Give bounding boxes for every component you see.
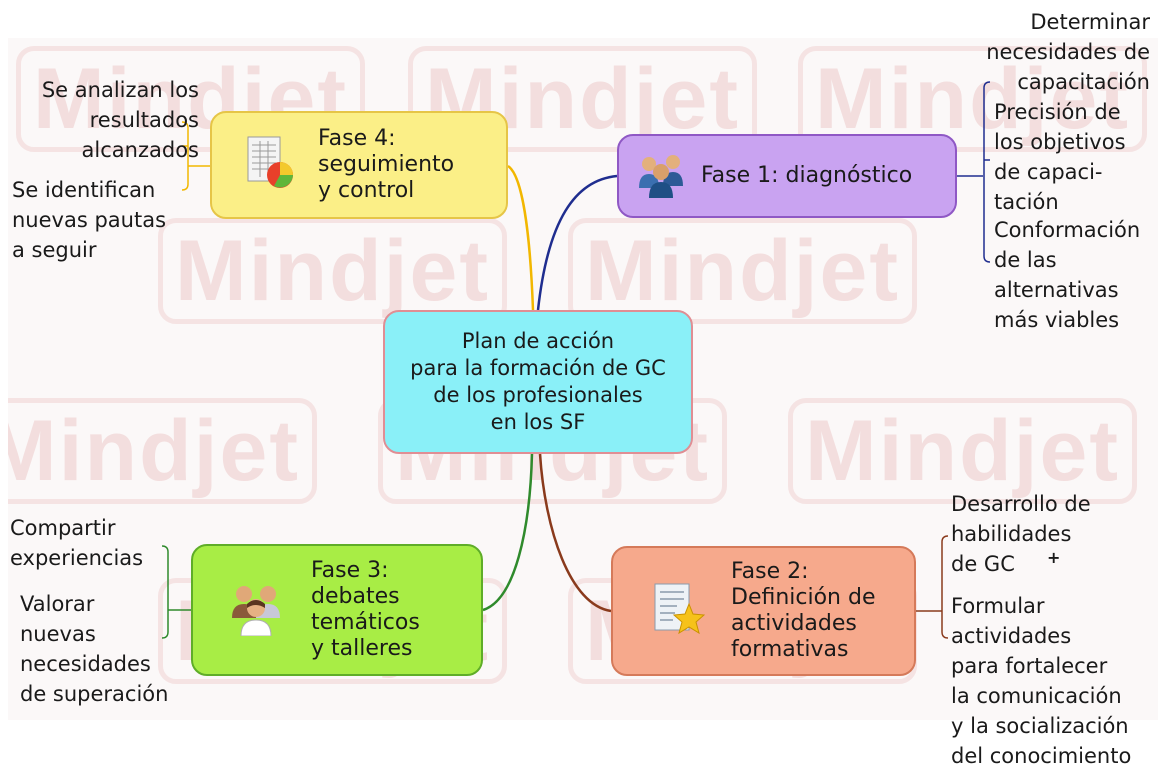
- expand-marker[interactable]: +: [1047, 548, 1061, 567]
- fase-2-subtopic[interactable]: Desarrollo de habilidades de GC: [951, 492, 1091, 576]
- watermark-text: Mindjet: [16, 46, 365, 152]
- topic-fase-3[interactable]: Fase 3: debates temáticos y talleres: [191, 544, 483, 676]
- central-topic-label: Plan de acción para la formación de GC d…: [410, 329, 666, 434]
- watermark-text: Mindjet: [158, 218, 507, 324]
- fase-3-label: Fase 3: debates temáticos y talleres: [311, 558, 420, 661]
- branch-fase2: [538, 453, 612, 613]
- topic-fase-2[interactable]: Fase 2: Definición de actividades format…: [611, 546, 916, 676]
- branch-fase3: [482, 453, 534, 612]
- fase-1-label: Fase 1: diagnóstico: [701, 163, 913, 188]
- fase-1-subtopic[interactable]: Conformación de las alternativas más via…: [994, 218, 1141, 332]
- fase-1-subtopic[interactable]: Determinar necesidades de capacitación: [986, 10, 1150, 94]
- team-people-icon: [229, 580, 283, 640]
- people-group-icon: [635, 148, 687, 204]
- central-topic[interactable]: Plan de acción para la formación de GC d…: [383, 310, 693, 454]
- watermark-text: Mindjet: [798, 46, 1147, 152]
- fase-1-subtopic[interactable]: Precisión de los objetivos de capaci- ta…: [994, 100, 1126, 214]
- watermark-text: Mindjet: [568, 218, 917, 324]
- fase-4-subtopic[interactable]: Se identifican nuevas pautas a seguir: [12, 178, 167, 262]
- topic-fase-1[interactable]: Fase 1: diagnóstico: [617, 134, 957, 218]
- fase1-bracket: [983, 81, 991, 263]
- fase3-bracket: [161, 545, 169, 639]
- fase-4-label: Fase 4: seguimiento y control: [318, 126, 455, 203]
- fase4-bracket: [181, 121, 189, 191]
- watermark-text: Mindjet: [788, 398, 1137, 504]
- topic-fase-4[interactable]: Fase 4: seguimiento y control: [210, 111, 508, 219]
- fase-3-subtopic[interactable]: Compartir experiencias: [10, 516, 144, 570]
- fase-2-label: Fase 2: Definición de actividades format…: [731, 559, 876, 662]
- fase2-bracket: [941, 535, 949, 639]
- branch-fase1: [536, 174, 618, 311]
- report-chart-icon: [246, 135, 296, 195]
- branch-fase4: [507, 164, 535, 311]
- fase-4-subtopic[interactable]: Se analizan los resultados alcanzados: [41, 78, 199, 162]
- fase-3-subtopic[interactable]: Valorar nuevas necesidades de superación: [20, 592, 169, 706]
- document-star-icon: [651, 580, 706, 642]
- fase-2-subtopic[interactable]: Formular actividades para fortalecer la …: [951, 594, 1132, 768]
- watermark-text: Mindjet: [8, 398, 317, 504]
